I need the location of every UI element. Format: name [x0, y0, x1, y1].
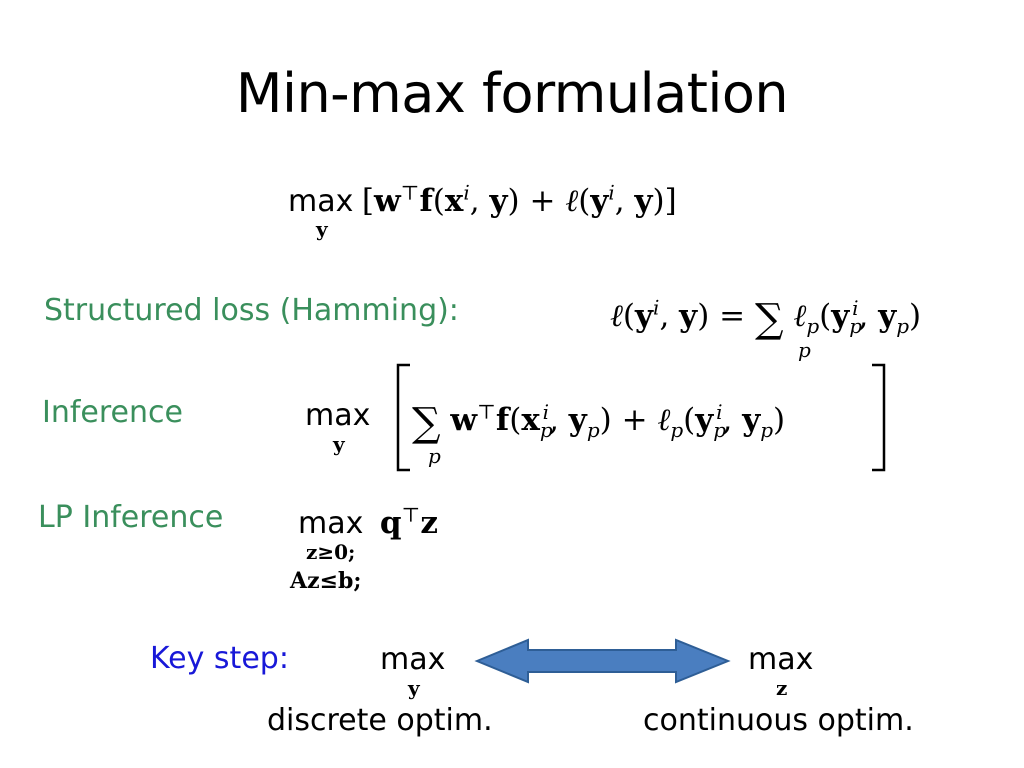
inference-label: Inference: [42, 395, 183, 430]
hamming-loss-formula: ℓ(yi, y) = ∑ ℓp(ypi, yp) p: [610, 295, 922, 362]
sum-symbol: ∑: [754, 296, 784, 342]
lp-inference-formula: max q⊤z: [298, 502, 438, 541]
inference-expression: ∑ w⊤f(xpi, yp) + ℓp(ypi, yp) p: [412, 399, 786, 468]
sum-symbol: ∑: [412, 400, 441, 446]
max-subscript: y: [333, 432, 345, 456]
max-z-operator: max z: [748, 642, 814, 700]
max-operator: max: [288, 184, 354, 219]
continuous-optim-caption: continuous optim.: [643, 703, 914, 738]
slide-title: Min-max formulation: [235, 62, 789, 125]
max-y-operator: max y: [380, 642, 446, 700]
lp-constraint-nonneg: z≥0;: [306, 540, 356, 564]
sum-index: p: [798, 338, 811, 362]
inference-formula: max y: [305, 398, 371, 456]
discrete-optim-caption: discrete optim.: [267, 703, 493, 738]
sum-index: p: [428, 444, 441, 468]
lp-constraint-polytope: Az≤b;: [290, 568, 362, 594]
lp-inference-label: LP Inference: [38, 500, 224, 535]
max-operator: max: [305, 398, 371, 433]
objective-formula: max y [w⊤f(xi, y) + ℓ(yi, y)]: [288, 180, 677, 241]
objective-expression: [w⊤f(xi, y) + ℓ(yi, y)]: [361, 180, 677, 219]
key-step-label: Key step:: [150, 641, 289, 676]
max-subscript: y: [316, 217, 328, 241]
max-operator: max: [298, 506, 364, 541]
structured-loss-label: Structured loss (Hamming):: [44, 293, 459, 328]
